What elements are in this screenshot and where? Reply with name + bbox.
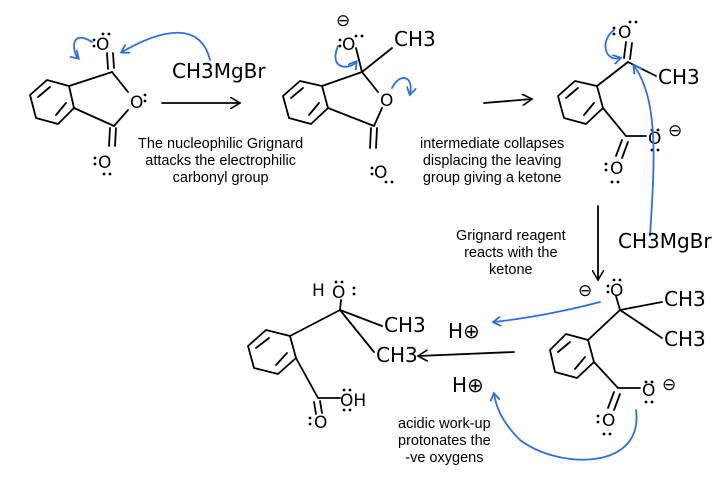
proton-acid-2: H⊕	[452, 373, 484, 397]
carboxylate-oxygen-4b: O	[602, 411, 615, 431]
benzene-ring-3	[557, 80, 604, 125]
carbonyl-oxygen-2: O	[374, 163, 387, 183]
methyl-group-3: CH3	[658, 65, 700, 89]
alkoxide-oxygen-4: O	[610, 281, 623, 301]
curly-arrow-ketone	[604, 29, 620, 58]
keto-carboxylate: O CH3 O ⊖ O	[557, 20, 700, 237]
grignard-reagent-2: CH3MgBr	[618, 229, 712, 253]
final-product: O H CH3 CH3 OH O	[247, 280, 426, 433]
curly-arrow-leaving-group	[391, 77, 411, 94]
curly-arrow-grignard-2	[634, 66, 655, 237]
curly-arrow-protonation-2	[494, 394, 638, 461]
methyl-group-5b: CH3	[376, 343, 418, 367]
acid-carbonyl-oxygen-5: O	[314, 413, 327, 433]
caption-acidic-workup: acidic work-up protonates the -ve oxygen…	[398, 416, 491, 466]
carbonyl-oxygen-1b: O	[98, 153, 111, 173]
anhydride-molecule: O O O	[29, 31, 211, 176]
curly-arrow-reform-carbonyl	[334, 45, 356, 67]
tetrahedral-intermediate: O ⊖ CH3 O O	[282, 11, 436, 184]
caption-nucleophilic-attack: The nucleophilic Grignard attacks the el…	[138, 136, 304, 186]
carboxylate-oxygen-4a: O	[642, 381, 655, 401]
curly-arrow-carbonyl-1	[74, 36, 93, 58]
methyl-group-2: CH3	[394, 27, 436, 51]
acid-hydroxyl-5: OH	[340, 391, 366, 411]
proton-acid-1: H⊕	[448, 319, 480, 343]
benzene-ring-1	[29, 79, 75, 125]
carboxylate-oxygen-3b: O	[610, 159, 623, 179]
negative-charge-4b: ⊖	[662, 375, 676, 395]
alkoxide-oxygen-2: O	[342, 35, 355, 55]
ketone-oxygen-3: O	[618, 23, 631, 43]
grignard-reagent-1: CH3MgBr	[172, 59, 266, 83]
caption-collapse: intermediate collapses displacing the le…	[420, 136, 565, 186]
benzene-ring-5	[247, 329, 297, 375]
negative-charge-3: ⊖	[668, 121, 682, 141]
benzene-ring-2	[282, 80, 329, 125]
carbonyl-oxygen-1a: O	[96, 35, 109, 55]
reaction-arrow-2	[483, 99, 532, 103]
anhydride-upper-bond	[68, 71, 113, 87]
ring-oxygen-1: O	[130, 93, 143, 113]
anhydride-lower-bond	[73, 107, 115, 127]
caption-second-grignard: Grignard reagent reacts with the ketone	[456, 228, 566, 278]
carboxylate-oxygen-3a: O	[648, 129, 661, 149]
curly-arrow-protonation-1	[494, 301, 601, 322]
reaction-arrow-4	[418, 352, 515, 356]
methyl-group-5a: CH3	[384, 313, 426, 337]
dianion-molecule: O ⊖ CH3 CH3 O ⊖ O	[494, 278, 706, 461]
negative-charge-2: ⊖	[336, 11, 350, 31]
curly-arrow-grignard-attack	[122, 31, 211, 61]
methyl-group-4b: CH3	[664, 327, 706, 351]
negative-charge-4a: ⊖	[578, 281, 592, 301]
methyl-group-4a: CH3	[664, 287, 706, 311]
alcohol-hydrogen-5: H	[312, 281, 325, 301]
alcohol-oxygen-5: O	[332, 283, 345, 303]
ring-oxygen-2: O	[380, 91, 393, 111]
